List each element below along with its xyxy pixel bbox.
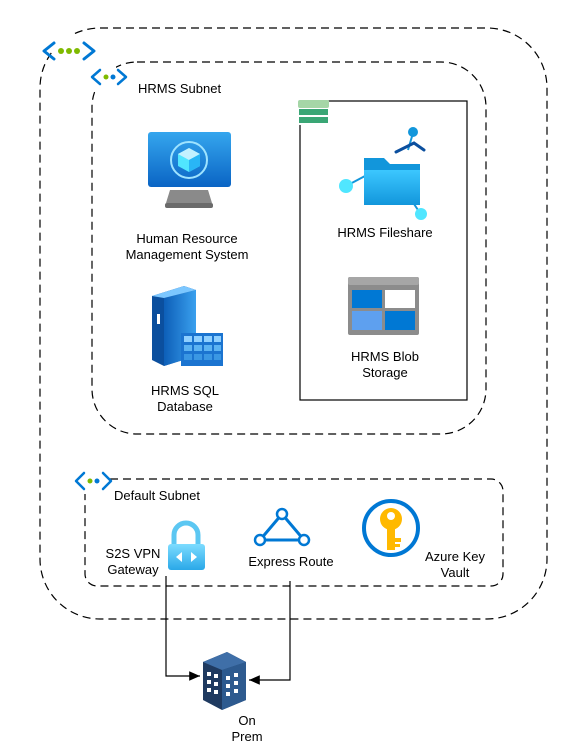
virtual-machine-icon xyxy=(148,132,231,208)
key-vault-label: Azure Key Vault xyxy=(425,549,485,580)
hrms-system-label: Human Resource Management System xyxy=(125,231,249,262)
default-subnet-label: Default Subnet xyxy=(114,488,201,503)
on-prem-label: On Prem xyxy=(231,713,263,744)
key-vault-icon xyxy=(362,499,420,557)
vpn-gateway-icon xyxy=(168,520,205,570)
vnet-icon xyxy=(42,35,96,65)
hrms-subnet-boundary xyxy=(91,61,487,435)
subnet-icon xyxy=(74,470,113,494)
sql-database-icon xyxy=(152,286,223,366)
hrms-sql-label: HRMS SQL Database xyxy=(151,383,219,414)
hrms-subnet-label: HRMS Subnet xyxy=(138,81,222,96)
hrms-blob-label: HRMS Blob Storage xyxy=(351,349,419,380)
storage-account-icon xyxy=(298,100,329,125)
expressroute-to-onprem-connector xyxy=(249,581,291,685)
blob-storage-icon xyxy=(348,277,419,335)
subnet-icon xyxy=(90,66,128,88)
storage-group-boundary xyxy=(299,100,468,401)
vpn-to-onprem-connector xyxy=(165,576,200,681)
on-premises-building-icon xyxy=(203,652,246,710)
express-route-label: Express Route xyxy=(248,554,334,569)
hrms-fileshare-label: HRMS Fileshare xyxy=(337,225,433,240)
s2s-vpn-label: S2S VPN Gateway xyxy=(105,546,161,577)
default-subnet-boundary xyxy=(84,478,504,587)
vnet-boundary xyxy=(39,27,548,620)
file-share-icon xyxy=(339,127,427,220)
express-route-icon xyxy=(253,507,311,547)
